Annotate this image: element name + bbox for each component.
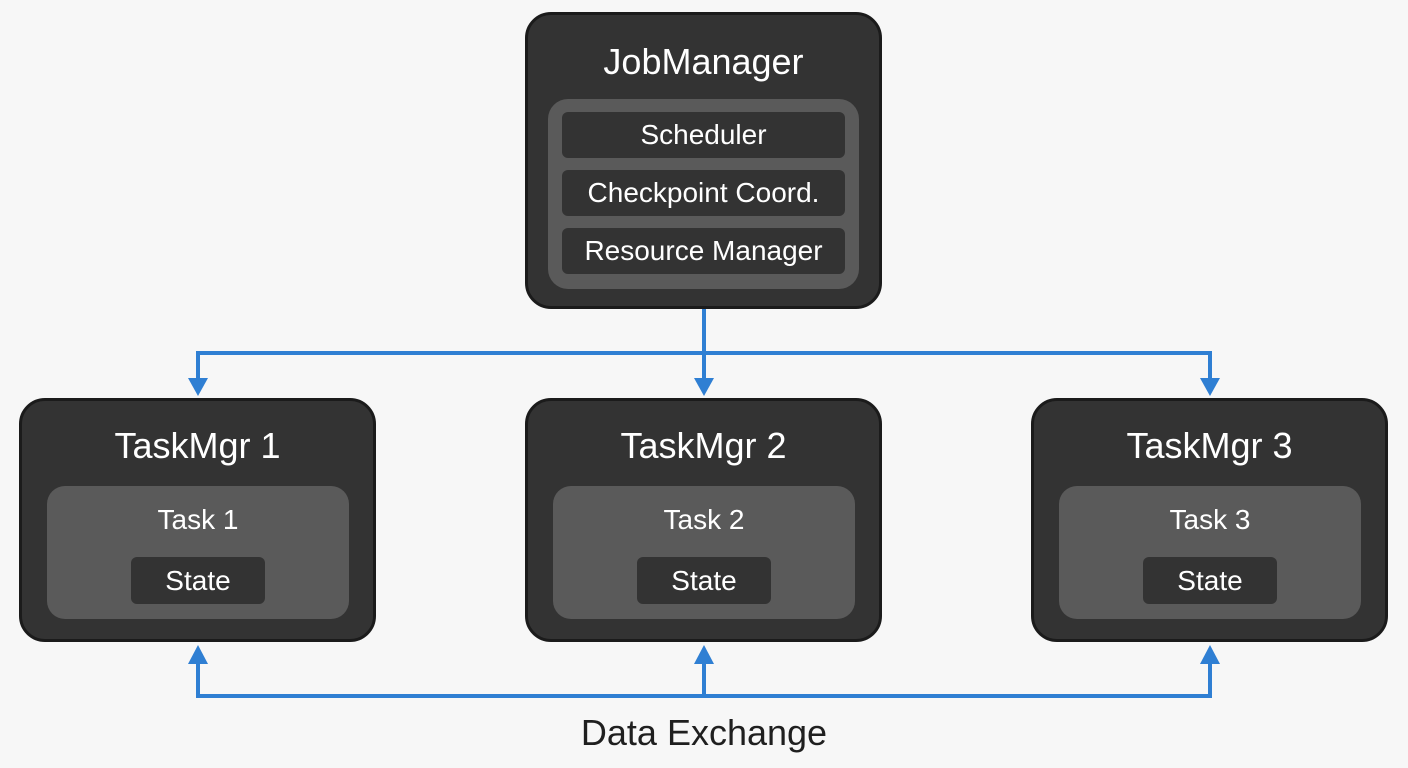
job-manager-node: JobManager Scheduler Checkpoint Coord. R… <box>525 12 882 309</box>
resource-manager-component: Resource Manager <box>562 228 845 274</box>
job-manager-components: Scheduler Checkpoint Coord. Resource Man… <box>548 99 859 289</box>
task-1-box: Task 1 State <box>47 486 349 619</box>
task-manager-2-title: TaskMgr 2 <box>620 425 787 466</box>
arrowhead-down-2 <box>694 378 714 396</box>
arrowhead-up-1 <box>188 645 208 664</box>
task-3-label: Task 3 <box>1169 504 1251 535</box>
task-manager-3-node: TaskMgr 3 Task 3 State <box>1031 398 1388 642</box>
job-manager-title: JobManager <box>603 41 804 82</box>
task-2-box: Task 2 State <box>553 486 855 619</box>
task-manager-1-node: TaskMgr 1 Task 1 State <box>19 398 376 642</box>
task-3-state: State <box>1143 557 1277 604</box>
task-manager-1-title: TaskMgr 1 <box>114 425 281 466</box>
task-1-state: State <box>131 557 265 604</box>
task-manager-2-node: TaskMgr 2 Task 2 State <box>525 398 882 642</box>
arrowhead-down-3 <box>1200 378 1220 396</box>
scheduler-component: Scheduler <box>562 112 845 158</box>
task-3-box: Task 3 State <box>1059 486 1361 619</box>
checkpoint-coordinator-component: Checkpoint Coord. <box>562 170 845 216</box>
arrowhead-up-2 <box>694 645 714 664</box>
task-1-label: Task 1 <box>157 504 239 535</box>
arrowhead-up-3 <box>1200 645 1220 664</box>
task-2-state: State <box>637 557 771 604</box>
arrowhead-down-1 <box>188 378 208 396</box>
task-manager-3-title: TaskMgr 3 <box>1126 425 1293 466</box>
data-exchange-label: Data Exchange <box>580 712 828 753</box>
task-2-label: Task 2 <box>663 504 745 535</box>
